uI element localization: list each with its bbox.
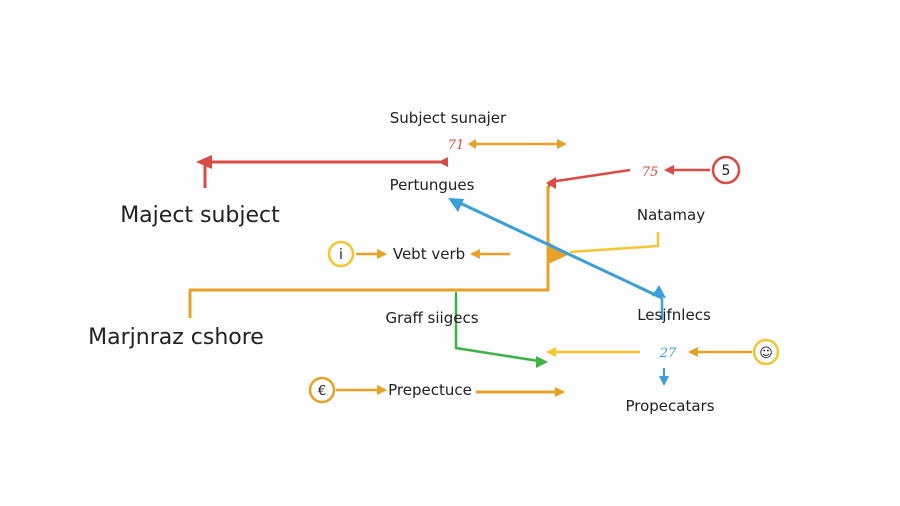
label-pertungues: Pertungues: [390, 176, 475, 194]
red-circle-glyph: 5: [722, 163, 731, 179]
orange-circle-node-top: i: [327, 240, 355, 268]
blue-arrowhead-top: [448, 198, 464, 212]
label-subject-sunajer: Subject sunajer: [390, 109, 507, 127]
yellow-circle-glyph: ☺: [759, 346, 773, 361]
label-prepectuce: Prepectuce: [388, 381, 472, 399]
label-maject-subject: Maject subject: [120, 203, 280, 228]
red-arrowhead-75: [546, 177, 556, 189]
number-71: 71: [448, 138, 465, 153]
yellow-circle-node: ☺: [752, 338, 780, 366]
label-propecatars: Propecatars: [625, 397, 714, 415]
label-vebt-verb: Vebt verb: [393, 245, 465, 263]
label-natamay: Natamay: [637, 206, 705, 224]
orange-circle-bottom-glyph: €: [318, 384, 326, 399]
number-27: 27: [659, 346, 677, 361]
green-arrowhead: [536, 356, 548, 368]
red-arrowhead-left: [196, 155, 212, 169]
red-circle-node: 5: [711, 155, 741, 185]
red-arrow-75-left: [546, 168, 631, 191]
label-graff-siigecs: Graff siigecs: [385, 309, 478, 327]
blue-arrowhead-bottom: [652, 285, 666, 298]
orange-l-line: [188, 186, 550, 318]
orange-arrowhead-71-left: [468, 139, 476, 149]
blue-diagonal-line: [459, 201, 663, 300]
number-75: 75: [642, 165, 659, 180]
label-lesjfnlecs: Lesjfnlecs: [637, 306, 711, 324]
yellow-line-natamay: [569, 232, 660, 254]
label-marjnraz-cshore: Marjnraz cshore: [88, 325, 264, 350]
orange-circle-top-glyph: i: [339, 247, 343, 263]
green-path: [454, 294, 546, 364]
orange-circle-node-bottom: €: [308, 376, 336, 404]
